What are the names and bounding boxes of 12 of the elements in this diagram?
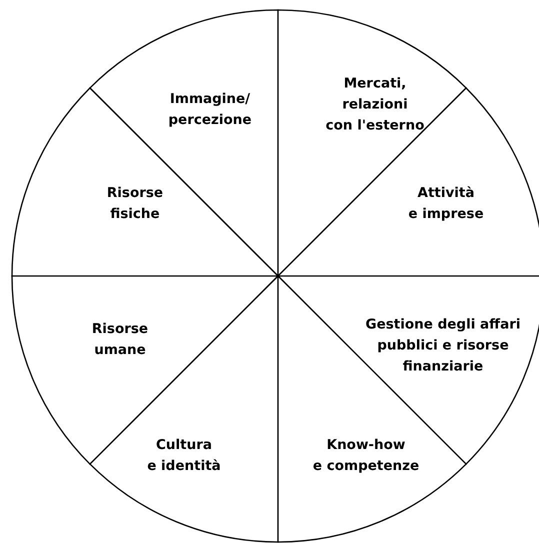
sector-label: Risorse umane [92, 320, 148, 360]
sector-label: Cultura e identità [147, 436, 221, 476]
sector-label: Risorse fisiche [106, 184, 164, 224]
circle-sector [90, 10, 278, 276]
circle-sector [278, 88, 539, 276]
sector-label: Know-how e competenze [312, 436, 420, 476]
sector-label: Gestione degli affari pubblici e risorse finanziarie [366, 316, 520, 376]
circle-sector [90, 276, 278, 542]
circle-sector [12, 88, 278, 276]
sector-label: Attività e imprese [408, 184, 484, 224]
sector-label: Immagine/ percezione [168, 90, 252, 130]
sector-label: Mercati, relazioni con l'esterno [326, 74, 424, 136]
